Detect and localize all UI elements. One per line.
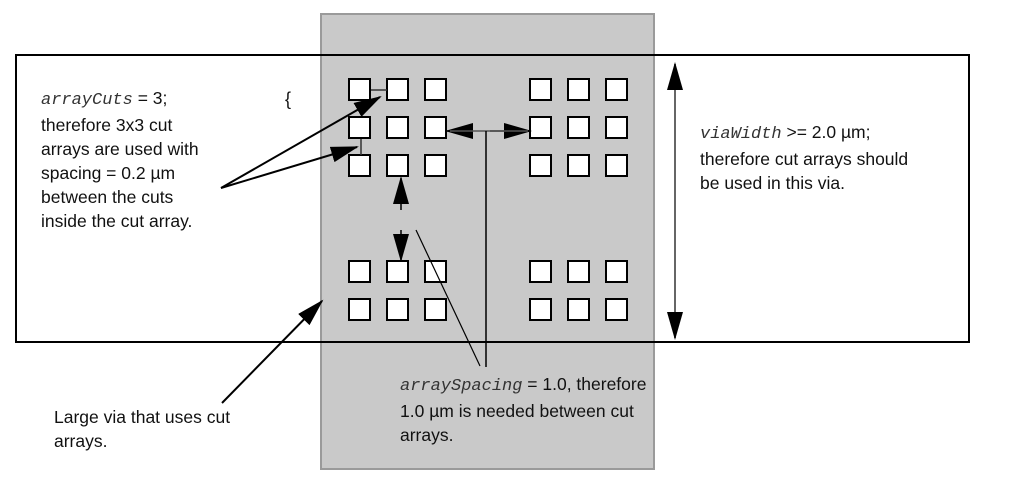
- cut-square: [348, 78, 371, 101]
- cut-square: [567, 154, 590, 177]
- cut-square: [529, 78, 552, 101]
- cut-square: [348, 298, 371, 321]
- via-width-value: >= 2.0 µm;: [781, 122, 871, 142]
- cut-square: [348, 116, 371, 139]
- array-cuts-arrow-2: [220, 146, 359, 189]
- cut-square: [386, 116, 409, 139]
- cut-square: [567, 298, 590, 321]
- array-spacing-line: arrays.: [400, 425, 454, 445]
- cut-square: [605, 298, 628, 321]
- cut-square: [567, 260, 590, 283]
- cut-square: [424, 298, 447, 321]
- via-width-param: viaWidth: [700, 125, 782, 144]
- cut-square: [567, 116, 590, 139]
- via-width-line: therefore cut arrays should: [700, 149, 909, 169]
- cut-square: [529, 298, 552, 321]
- array-spacing-annotation: arraySpacing = 1.0, therefore 1.0 µm is …: [400, 372, 646, 447]
- array-spacing-leader-diag: [415, 229, 481, 367]
- cut-square: [605, 154, 628, 177]
- large-via-line: Large via that uses cut: [54, 407, 231, 427]
- array-cuts-line: spacing = 0.2 µm: [41, 163, 176, 183]
- array-cuts-param: arrayCuts: [41, 91, 133, 110]
- cut-square: [424, 78, 447, 101]
- large-via-arrow: [221, 299, 324, 404]
- cut-square: [529, 116, 552, 139]
- cut-square: [567, 78, 590, 101]
- array-cuts-line: between the cuts: [41, 187, 174, 207]
- cut-square: [529, 154, 552, 177]
- cut-square: [386, 298, 409, 321]
- cut-square: [529, 260, 552, 283]
- array-spacing-value: = 1.0, therefore: [522, 374, 647, 394]
- cut-square: [605, 78, 628, 101]
- cut-square: [424, 116, 447, 139]
- cut-square: [605, 116, 628, 139]
- array-cuts-annotation: arrayCuts = 3; therefore 3x3 cut arrays …: [41, 86, 199, 233]
- array-cuts-line: inside the cut array.: [41, 211, 193, 231]
- cut-square: [605, 260, 628, 283]
- array-cuts-line: arrays are used with: [41, 139, 199, 159]
- array-cuts-arrow-1: [220, 96, 382, 189]
- large-via-annotation: Large via that uses cut arrays.: [54, 405, 230, 453]
- brace-glyph: {: [285, 89, 292, 109]
- cut-square: [348, 260, 371, 283]
- cut-square: [386, 154, 409, 177]
- array-spacing-line: 1.0 µm is needed between cut: [400, 401, 634, 421]
- cut-square: [386, 78, 409, 101]
- array-cuts-value: = 3;: [132, 88, 168, 108]
- cut-square: [348, 154, 371, 177]
- large-via-line: arrays.: [54, 431, 108, 451]
- via-width-line: be used in this via.: [700, 173, 845, 193]
- cut-arrays: [348, 78, 628, 321]
- array-spacing-param: arraySpacing: [400, 377, 523, 396]
- cut-square: [386, 260, 409, 283]
- cut-square: [424, 154, 447, 177]
- array-cuts-line: therefore 3x3 cut: [41, 115, 173, 135]
- via-width-annotation: viaWidth >= 2.0 µm; therefore cut arrays…: [700, 120, 908, 195]
